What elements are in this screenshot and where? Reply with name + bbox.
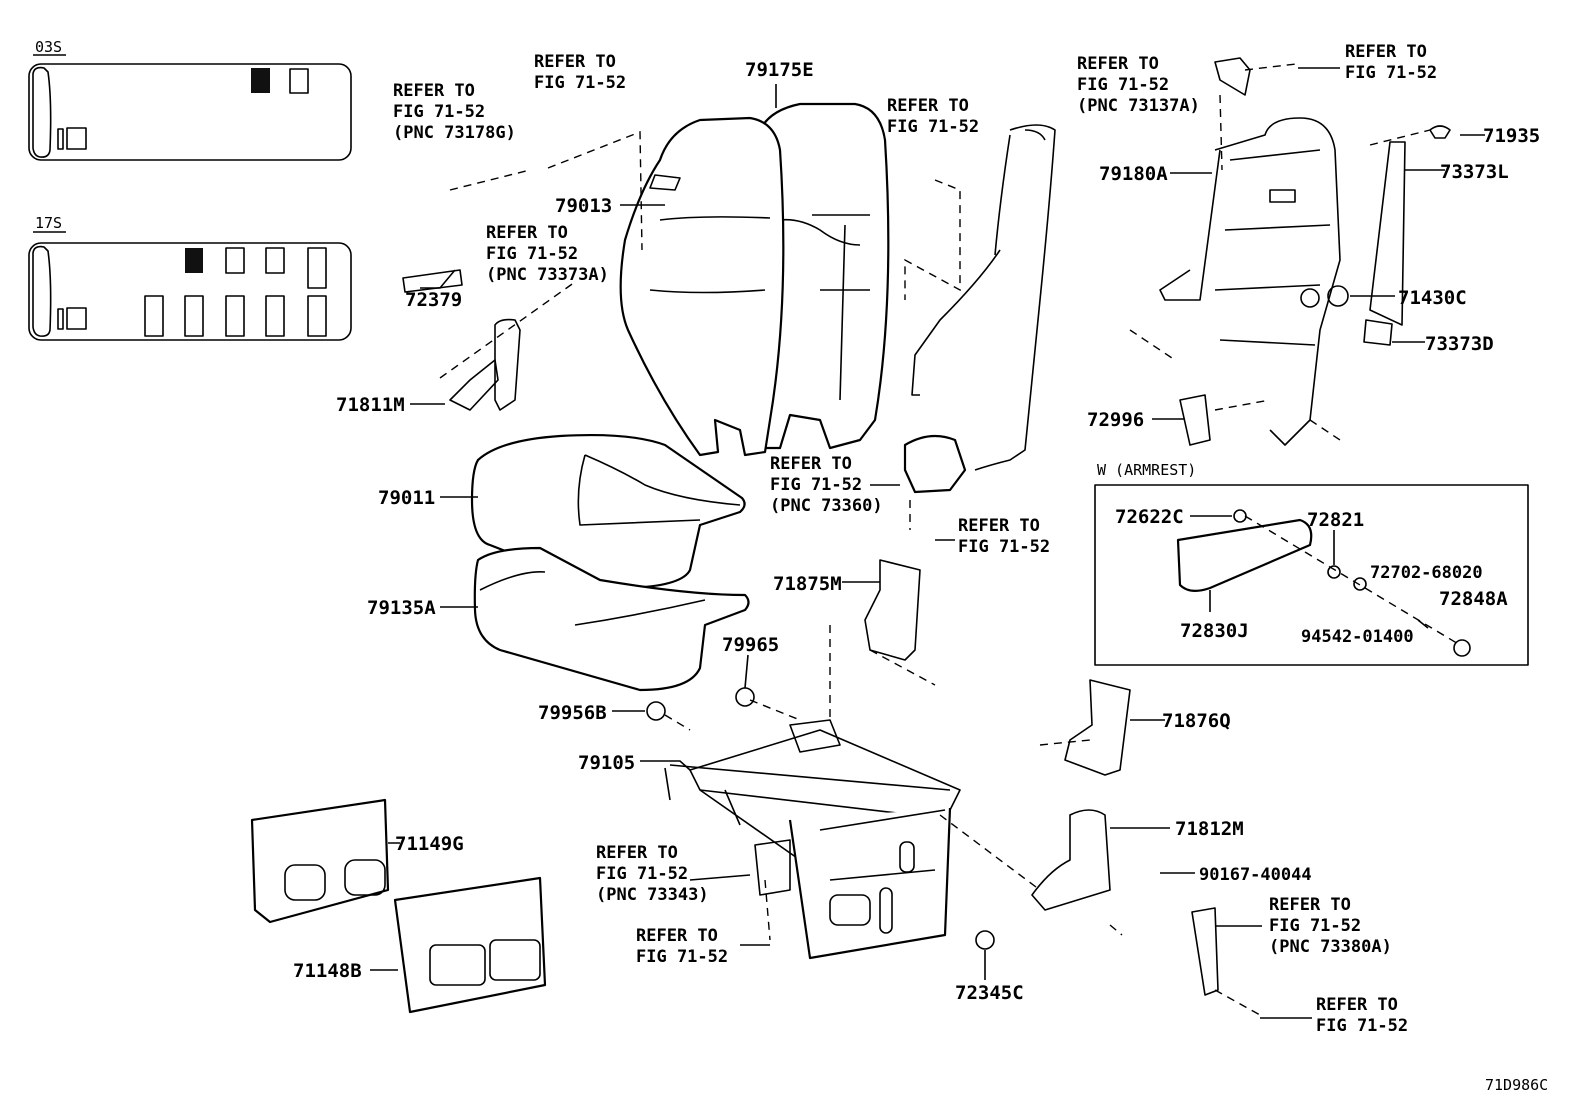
cupholder-71149G	[250, 798, 390, 924]
seat-belt	[903, 124, 1056, 494]
cover-73373L	[1369, 141, 1406, 326]
part-label-79013: 79013	[555, 195, 612, 217]
cover-71812M	[1031, 809, 1111, 911]
bracket-top	[1214, 57, 1251, 96]
part-label-71148B: 71148B	[293, 960, 362, 982]
part-label-71876Q: 71876Q	[1162, 710, 1231, 732]
part-label-72996: 72996	[1087, 409, 1144, 431]
legend-03s-title: 03S	[35, 38, 62, 56]
refer-note-4: REFER TO FIG 71-52	[887, 96, 979, 137]
knob-71430C	[1327, 285, 1349, 307]
figure-id: 71D986C	[1485, 1076, 1548, 1094]
clip-71935	[1429, 125, 1451, 139]
part-label-79175E: 79175E	[745, 59, 814, 81]
legend-17s: 17S	[28, 214, 352, 341]
refer-note-10: REFER TO FIG 71-52	[636, 926, 728, 967]
bracket-71811M	[449, 318, 521, 411]
clip-79956B	[646, 701, 666, 721]
part-label-79105: 79105	[578, 752, 635, 774]
refer-note-6: REFER TO FIG 71-52	[1345, 42, 1437, 83]
part-label-71935: 71935	[1483, 125, 1540, 147]
part-label-72702-68020: 72702-68020	[1370, 563, 1483, 583]
part-label-79180A: 79180A	[1099, 163, 1168, 185]
part-label-71811M: 71811M	[336, 394, 405, 416]
armrest-box: W (ARMREST)	[1094, 461, 1529, 666]
part-label-73373D: 73373D	[1425, 333, 1494, 355]
seat-cushion-pad-79135A	[473, 546, 750, 692]
part-label-72345C: 72345C	[955, 982, 1024, 1004]
part-label-71149G: 71149G	[395, 833, 464, 855]
part-label-79956B: 79956B	[538, 702, 607, 724]
cover-72996	[1179, 394, 1211, 446]
part-label-71430C: 71430C	[1398, 287, 1467, 309]
seat-frame-79105	[664, 719, 961, 960]
cover-73373D	[1363, 319, 1393, 346]
part-label-72830J: 72830J	[1180, 620, 1249, 642]
part-label-79011: 79011	[378, 487, 435, 509]
legend-03s: 03S	[28, 38, 352, 161]
part-label-71812M: 71812M	[1175, 818, 1244, 840]
bracket-lower-left	[754, 839, 791, 896]
refer-note-9: REFER TO FIG 71-52 (PNC 73343)	[596, 843, 709, 905]
bracket-71875M	[864, 559, 921, 661]
clip-79965	[735, 687, 755, 707]
clip-72345C	[975, 930, 995, 950]
part-label-73373L: 73373L	[1440, 161, 1509, 183]
refer-note-1: REFER TO FIG 71-52	[534, 52, 626, 93]
refer-note-5: REFER TO FIG 71-52 (PNC 73137A)	[1077, 54, 1200, 116]
armrest-title: W (ARMREST)	[1097, 461, 1196, 479]
refer-note-8: REFER TO FIG 71-52	[958, 516, 1050, 557]
part-label-71875M: 71875M	[773, 573, 842, 595]
leader-lines	[370, 67, 1485, 1019]
part-label-72821: 72821	[1307, 509, 1364, 531]
dashed-guides	[439, 63, 1461, 1016]
refer-note-11: REFER TO FIG 71-52 (PNC 73380A)	[1269, 895, 1392, 957]
cover-71148B	[393, 876, 547, 1014]
part-label-90167-40044: 90167-40044	[1199, 865, 1312, 885]
refer-note-2: REFER TO FIG 71-52 (PNC 73178G)	[393, 81, 516, 143]
legend-17s-title: 17S	[35, 214, 62, 232]
part-label-72379: 72379	[405, 289, 462, 311]
refer-note-3: REFER TO FIG 71-52 (PNC 73373A)	[486, 223, 609, 285]
seatback-pad-79013	[619, 116, 785, 457]
refer-note-12: REFER TO FIG 71-52	[1316, 995, 1408, 1036]
seatback-frame-79180A	[1159, 117, 1341, 446]
refer-note-7: REFER TO FIG 71-52 (PNC 73360)	[770, 454, 883, 516]
bracket-71876Q	[1064, 679, 1131, 776]
pad-72379	[402, 269, 463, 293]
part-label-72848A: 72848A	[1439, 588, 1508, 610]
part-label-94542-01400: 94542-01400	[1301, 627, 1414, 647]
part-label-72622C: 72622C	[1115, 506, 1184, 528]
part-label-79135A: 79135A	[367, 597, 436, 619]
part-label-79965: 79965	[722, 634, 779, 656]
buckle-bracket	[1191, 907, 1219, 996]
